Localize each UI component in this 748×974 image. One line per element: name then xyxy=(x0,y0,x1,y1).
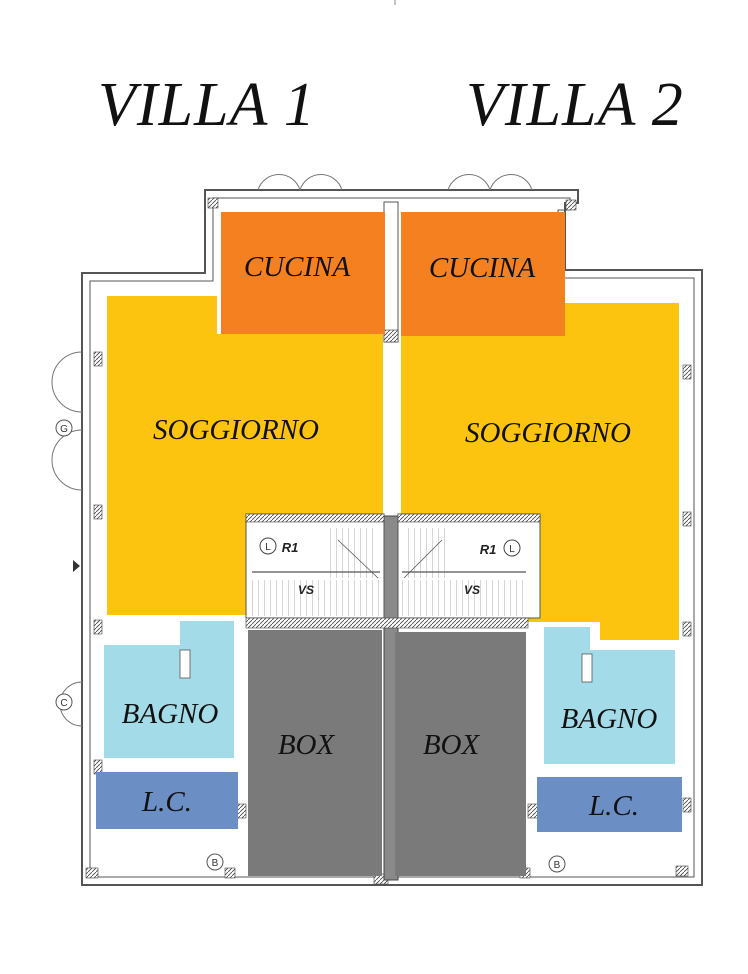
villa-1-stair-r1-label: R1 xyxy=(282,540,299,555)
villa-2-box-label: BOX xyxy=(423,729,481,761)
villa-2-stair-r1-label: R1 xyxy=(480,542,497,557)
villa-1-lc-room xyxy=(96,772,238,829)
villa-1-stair-l-label: L xyxy=(265,542,271,553)
svg-text:C: C xyxy=(60,698,67,709)
villa-2-stair xyxy=(397,513,541,619)
villa-2-soggiorno-room xyxy=(401,303,679,640)
marker-c: C xyxy=(55,693,73,711)
villa-1-stair-vs-label: VS xyxy=(298,583,314,597)
villa-2-bagno-label: BAGNO xyxy=(561,703,658,735)
marker-g: G xyxy=(55,419,73,437)
villa-1-stair xyxy=(245,513,385,619)
door-swings xyxy=(51,174,533,727)
svg-text:G: G xyxy=(60,424,68,435)
villa-2-stair-l-label: L xyxy=(509,544,515,555)
villa-2-title: VILLA 2 xyxy=(466,71,684,139)
villa-2-cucina-room xyxy=(401,212,565,336)
villa-1-bagno-room xyxy=(104,621,234,758)
villa-1-box-label: BOX xyxy=(278,729,336,761)
villa-2-soggiorno-label: SOGGIORNO xyxy=(465,417,631,449)
villa-1-box-room xyxy=(248,630,382,876)
villa-1-bagno-label: BAGNO xyxy=(122,698,219,730)
villa-2-bagno-room xyxy=(544,627,675,764)
villa-2-lc-label: L.C. xyxy=(588,790,639,822)
villa-2-marker-b: B xyxy=(548,855,566,873)
villa-2-cucina-label: CUCINA xyxy=(429,252,536,284)
villa-1-marker-b: B xyxy=(206,853,224,871)
villa-1-lc-label: L.C. xyxy=(141,786,192,818)
entrance-arrow-icon xyxy=(73,560,80,572)
villa-1-cucina-room xyxy=(221,212,385,334)
villa-1-soggiorno-label: SOGGIORNO xyxy=(153,414,319,446)
villa-2-stair-vs-label: VS xyxy=(464,583,480,597)
villa-2-lc-room xyxy=(537,777,682,832)
villa-1-cucina-label: CUCINA xyxy=(244,251,351,283)
villa-2-box-room xyxy=(395,632,526,876)
party-wall-top xyxy=(383,201,399,343)
svg-text:B: B xyxy=(554,860,561,871)
villa-1-title: VILLA 1 xyxy=(98,71,316,139)
villa-1-soggiorno-room xyxy=(107,296,383,615)
svg-text:B: B xyxy=(212,858,219,869)
